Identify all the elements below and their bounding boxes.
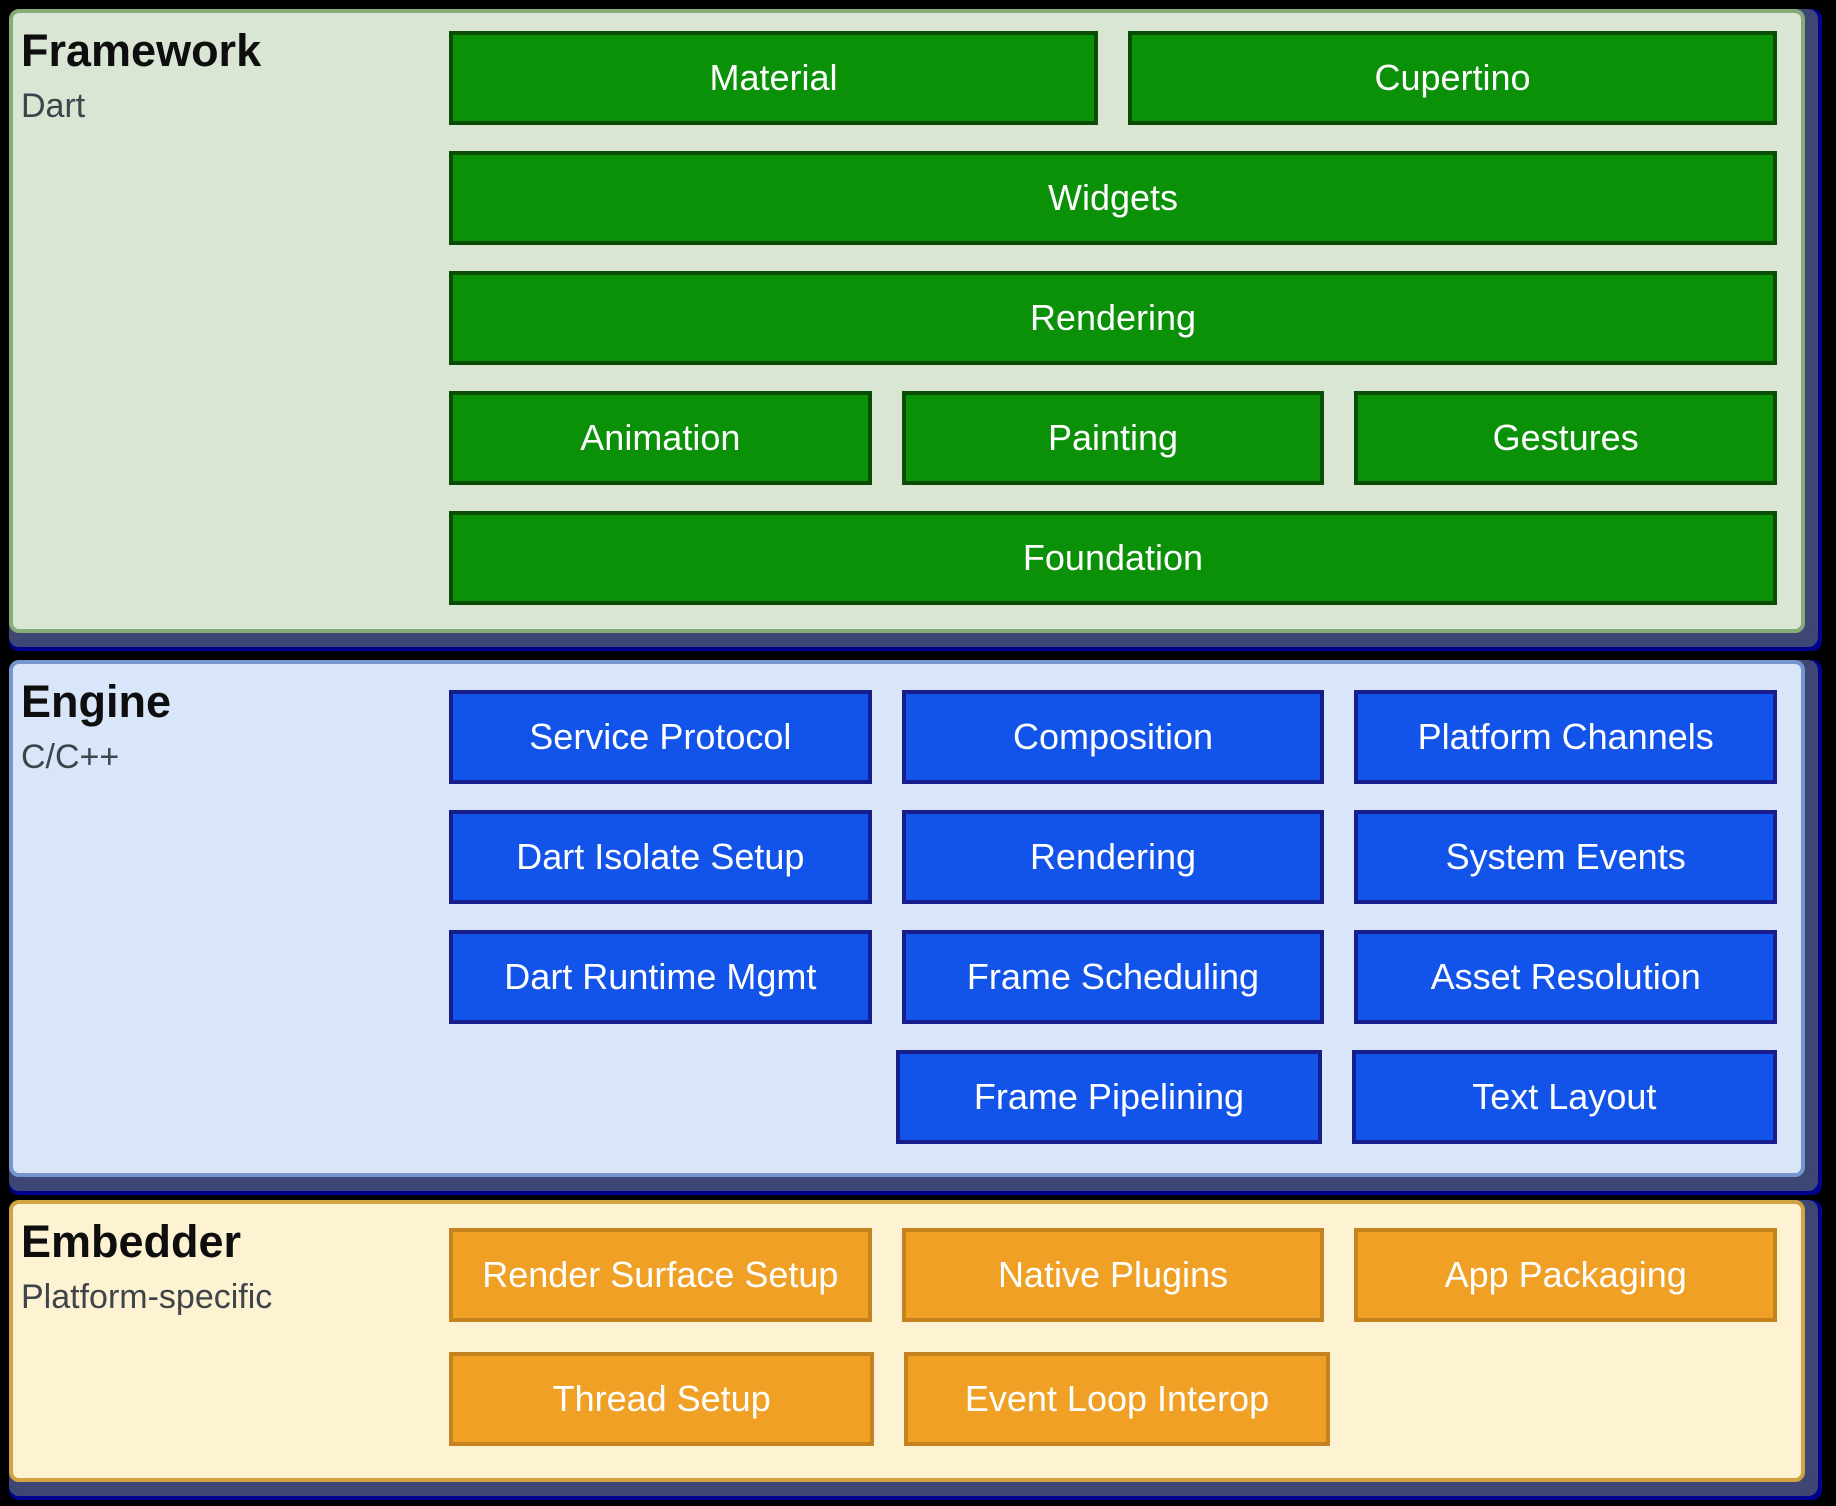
framework-box-row: Widgets xyxy=(449,151,1777,245)
embedder-box-thread-setup: Thread Setup xyxy=(449,1352,875,1446)
engine-title: Engine xyxy=(21,676,172,727)
framework-box-material: Material xyxy=(449,31,1098,125)
embedder-box-row: Thread Setup Event Loop Interop xyxy=(449,1352,1777,1446)
engine-box-service-protocol: Service Protocol xyxy=(449,690,872,784)
engine-label-column: Engine C/C++ xyxy=(13,664,449,1173)
framework-subtitle: Dart xyxy=(21,87,86,126)
engine-box-asset-resolution: Asset Resolution xyxy=(1354,930,1778,1024)
engine-box-row: Frame Pipelining Text Layout xyxy=(449,1050,1777,1144)
engine-box-rendering: Rendering xyxy=(901,810,1325,904)
framework-label-column: Framework Dart xyxy=(13,13,449,629)
engine-box-row: Service Protocol Composition Platform Chan… xyxy=(449,690,1778,784)
engine-box-dart-runtime-mgmt: Dart Runtime Mgmt xyxy=(449,930,872,1024)
embedder-layer: Embedder Platform-specific Render Surfac… xyxy=(9,1200,1805,1482)
engine-box-row: Dart Isolate Setup Rendering System Events xyxy=(449,810,1778,904)
embedder-subtitle: Platform-specific xyxy=(21,1278,273,1317)
engine-box-frame-pipelining: Frame Pipelining xyxy=(896,1050,1322,1144)
framework-box-row: Rendering xyxy=(449,271,1777,365)
engine-box-text-layout: Text Layout xyxy=(1351,1050,1777,1144)
embedder-box-row: Render Surface Setup Native Plugins App Pa… xyxy=(449,1228,1778,1322)
embedder-boxes: Render Surface Setup Native Plugins App Pa… xyxy=(449,1204,1801,1478)
framework-box-painting: Painting xyxy=(901,391,1325,485)
framework-box-row: Foundation xyxy=(449,511,1777,605)
framework-box-row: Material Cupertino xyxy=(449,31,1777,125)
framework-box-cupertino: Cupertino xyxy=(1128,31,1777,125)
framework-box-foundation: Foundation xyxy=(449,511,1777,605)
engine-box-dart-isolate-setup: Dart Isolate Setup xyxy=(449,810,872,904)
framework-box-row: Animation Painting Gestures xyxy=(449,391,1778,485)
framework-box-animation: Animation xyxy=(449,391,872,485)
embedder-label-column: Embedder Platform-specific xyxy=(13,1204,449,1478)
framework-box-widgets: Widgets xyxy=(449,151,1777,245)
framework-box-rendering: Rendering xyxy=(449,271,1777,365)
engine-subtitle: C/C++ xyxy=(21,738,120,777)
engine-boxes: Service Protocol Composition Platform Chan… xyxy=(449,664,1801,1173)
engine-box-system-events: System Events xyxy=(1354,810,1778,904)
framework-box-gestures: Gestures xyxy=(1354,391,1778,485)
engine-box-platform-channels: Platform Channels xyxy=(1354,690,1778,784)
embedder-box-render-surface-setup: Render Surface Setup xyxy=(449,1228,872,1322)
embedder-box-native-plugins: Native Plugins xyxy=(901,1228,1325,1322)
engine-box-composition: Composition xyxy=(901,690,1325,784)
embedder-layer-inner: Embedder Platform-specific Render Surfac… xyxy=(13,1204,1801,1478)
embedder-title: Embedder xyxy=(21,1216,242,1267)
engine-box-row: Dart Runtime Mgmt Frame Scheduling Asset R… xyxy=(449,930,1778,1024)
engine-box-frame-scheduling: Frame Scheduling xyxy=(901,930,1325,1024)
embedder-box-app-packaging: App Packaging xyxy=(1354,1228,1778,1322)
framework-title: Framework xyxy=(21,25,262,76)
engine-layer-inner: Engine C/C++ Service Protocol Composition… xyxy=(13,664,1801,1173)
embedder-box-event-loop-interop: Event Loop Interop xyxy=(904,1352,1330,1446)
engine-layer: Engine C/C++ Service Protocol Composition… xyxy=(9,660,1805,1177)
